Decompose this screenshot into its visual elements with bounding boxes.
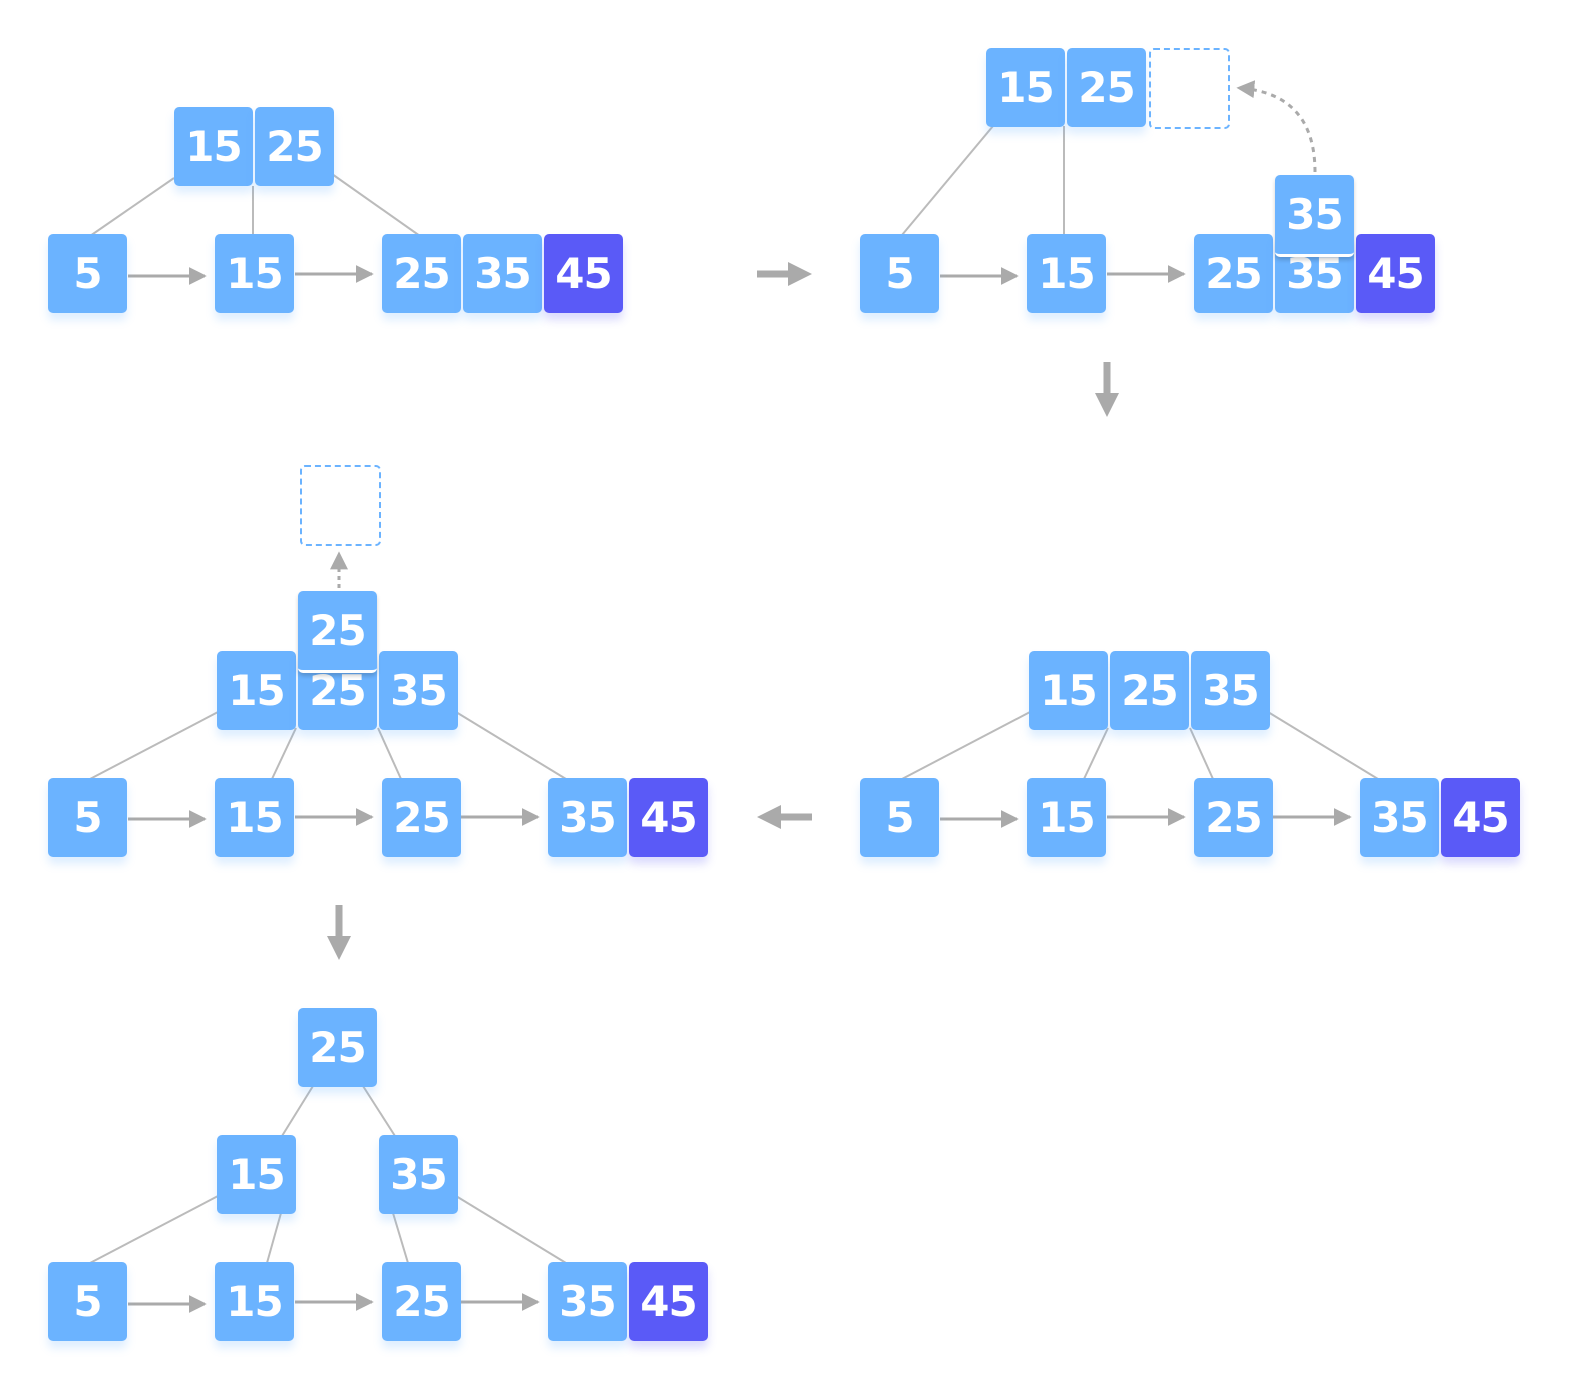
step-arrow-left (757, 805, 812, 829)
p3-edge-root-leaf-a (901, 711, 1031, 780)
p3-root-key-3: 35 (1191, 651, 1270, 730)
p3-leaf-d-key-1: 35 (1360, 778, 1439, 857)
p5-internal-key-right: 35 (379, 1135, 458, 1214)
p5-edge-root-right (362, 1085, 396, 1137)
step-arrow-right (757, 262, 812, 286)
p4-promoted-key: 25 (298, 591, 377, 673)
p3-leaf-c-key: 25 (1194, 778, 1273, 857)
p5-edge-35-leaf-d (455, 1195, 567, 1264)
step-arrow-down-1 (1095, 362, 1119, 417)
p2-promote-arrow (1236, 80, 1317, 173)
p2-root-key-1: 15 (986, 48, 1065, 127)
p2-leaf-a-key: 5 (860, 234, 939, 313)
p4-root-key-3: 35 (379, 651, 458, 730)
p1-edge-root-leaf-c (331, 173, 421, 237)
p4-leaf-d-key-1: 35 (548, 778, 627, 857)
p4-edge-root-leaf-a (89, 711, 219, 780)
p1-leaf-a-key: 5 (48, 234, 127, 313)
p2-leaf-c-key-3-inserted: 45 (1356, 234, 1435, 313)
p1-root-key-1: 15 (174, 107, 253, 186)
p5-internal-key-left: 15 (217, 1135, 296, 1214)
p2-leaf-c-key-1: 25 (1194, 234, 1273, 313)
p3-edge-root-leaf-d (1267, 711, 1379, 780)
p4-edge-root-leaf-b (271, 727, 297, 780)
p3-edge-root-leaf-c (1189, 727, 1214, 780)
p2-empty-slot (1149, 48, 1230, 129)
p1-edge-root-leaf-a (89, 177, 175, 237)
p2-promoted-key: 35 (1275, 175, 1354, 257)
p4-edge-root-leaf-d (455, 711, 567, 780)
p5-edge-root-left (281, 1085, 314, 1137)
p4-edge-root-leaf-c (377, 727, 402, 780)
p3-leaf-a-key: 5 (860, 778, 939, 857)
p5-edge-35-leaf-c (392, 1212, 409, 1264)
p5-leaf-a-key: 5 (48, 1262, 127, 1341)
p3-leaf-d-key-2-inserted: 45 (1441, 778, 1520, 857)
p4-leaf-d-key-2-inserted: 45 (629, 778, 708, 857)
p4-leaf-a-key: 5 (48, 778, 127, 857)
p3-leaf-b-key: 15 (1027, 778, 1106, 857)
p1-leaf-c-key-2: 35 (463, 234, 542, 313)
p5-leaf-b-key: 15 (215, 1262, 294, 1341)
p2-edge-root-leaf-a (901, 125, 994, 236)
p1-leaf-c-key-1: 25 (382, 234, 461, 313)
p1-leaf-b-key: 15 (215, 234, 294, 313)
p1-root-key-2: 25 (255, 107, 334, 186)
p5-leaf-c-key: 25 (382, 1262, 461, 1341)
p1-leaf-c-key-3-inserted: 45 (544, 234, 623, 313)
p3-edge-root-leaf-b (1083, 727, 1109, 780)
p3-root-key-1: 15 (1029, 651, 1108, 730)
p3-root-key-2: 25 (1110, 651, 1189, 730)
p5-leaf-d-key-1: 35 (548, 1262, 627, 1341)
step-arrow-down-2 (327, 905, 351, 960)
p2-leaf-b-key: 15 (1027, 234, 1106, 313)
p5-leaf-d-key-2-inserted: 45 (629, 1262, 708, 1341)
p4-leaf-b-key: 15 (215, 778, 294, 857)
p2-root-key-2: 25 (1067, 48, 1146, 127)
p4-root-key-1: 15 (217, 651, 296, 730)
p4-leaf-c-key: 25 (382, 778, 461, 857)
p5-root-key: 25 (298, 1008, 377, 1087)
p5-edge-15-leaf-b (266, 1212, 282, 1264)
p4-empty-slot (300, 465, 381, 546)
p5-edge-15-leaf-a (89, 1195, 219, 1264)
